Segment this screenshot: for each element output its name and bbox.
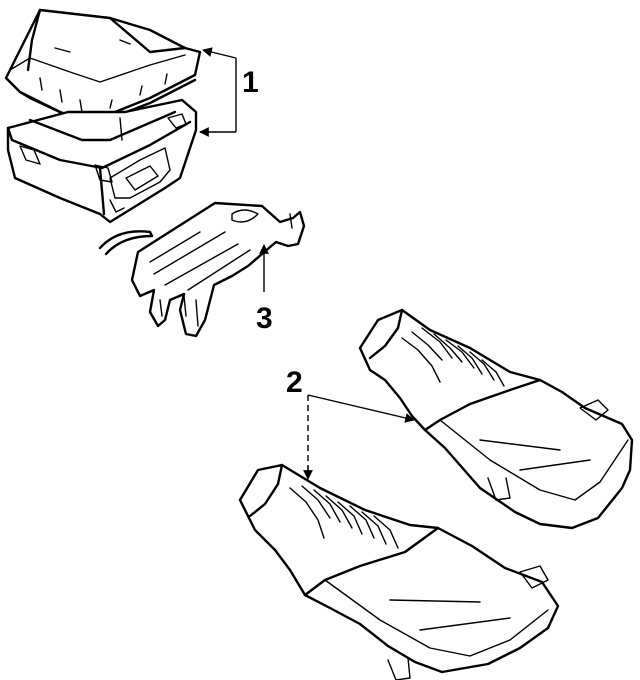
callout-3-label: 3 [256,302,273,335]
callout-1-label: 1 [242,66,259,99]
intake-duct-upper [358,308,634,530]
leader-lines [199,47,415,480]
callout-2-label: 2 [286,366,303,399]
air-cleaner-housing [6,98,198,224]
intake-duct-lower [238,463,560,680]
mounting-bracket [98,201,306,338]
